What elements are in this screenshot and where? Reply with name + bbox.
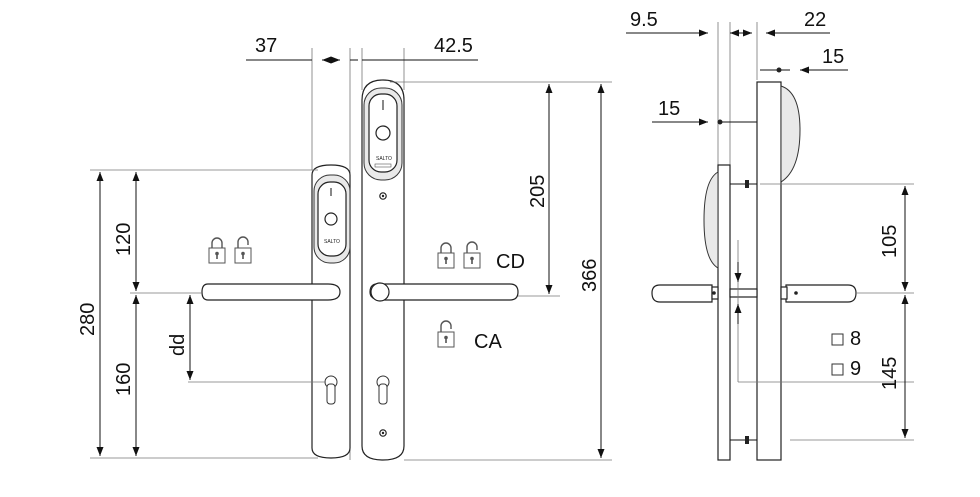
svg-text:SALTO: SALTO (376, 156, 392, 162)
wide-plate-view: 42.5 SALTO CD CA (361, 35, 612, 461)
dim-label: 15 (822, 46, 844, 68)
label-ca: CA (474, 331, 502, 353)
dim-label: 105 (879, 225, 901, 258)
dim-label: 22 (804, 9, 826, 31)
padlock-closed-icon (437, 242, 455, 269)
left-plate-view: 37 SALTO 280 120 160 d (77, 35, 358, 460)
inner-plate-profile (717, 164, 731, 461)
checkbox-icon (831, 333, 844, 346)
lever-handle (369, 283, 519, 301)
option-9: 9 (850, 358, 861, 380)
dim-label: 205 (527, 175, 549, 208)
outer-plate-profile (756, 81, 782, 461)
option-8: 8 (850, 328, 861, 350)
dim-label: 37 (255, 35, 277, 57)
dim-label: 9.5 (630, 9, 658, 31)
svg-text:SALTO: SALTO (324, 239, 340, 245)
keyhole (376, 375, 390, 405)
side-profile-view: 9.5 22 15 15 (626, 9, 914, 461)
inner-lever-profile (651, 284, 713, 303)
label-cd: CD (496, 251, 525, 273)
padlock-closed-icon (208, 237, 226, 264)
checkbox-icon (831, 363, 844, 376)
padlock-open-icon (437, 320, 455, 348)
dim-label: 366 (579, 259, 601, 292)
padlock-open-icon (234, 236, 252, 264)
reader-button (324, 212, 338, 226)
reader-button (375, 125, 391, 141)
dim-label: 160 (113, 363, 135, 396)
dim-label: 145 (879, 357, 901, 390)
dim-label: 280 (77, 303, 99, 336)
dim-label: 120 (113, 223, 135, 256)
dim-label: 42.5 (434, 35, 473, 57)
dim-label: dd (167, 334, 189, 356)
padlock-open-icon (463, 241, 481, 269)
inner-reader-cover (703, 171, 719, 269)
keyhole (324, 375, 338, 405)
outer-reader-cover (780, 85, 801, 183)
dim-label: 15 (658, 98, 680, 120)
lever-handle (201, 283, 341, 301)
